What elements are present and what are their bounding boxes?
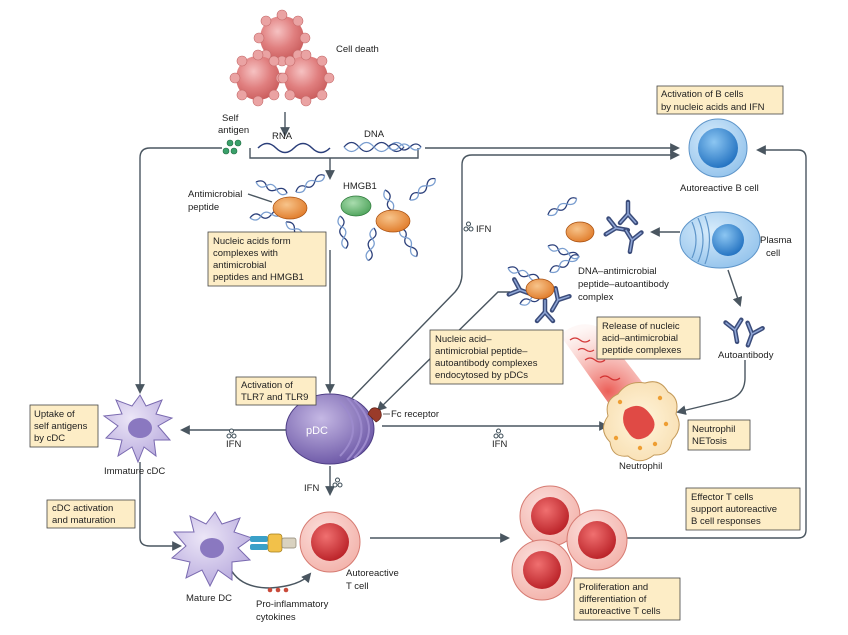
svg-text:antimicrobial peptide–: antimicrobial peptide– bbox=[435, 346, 528, 357]
svg-text:TLR7 and TLR9: TLR7 and TLR9 bbox=[241, 392, 308, 403]
svg-text:peptide complexes: peptide complexes bbox=[602, 345, 681, 356]
svg-text:support autoreactive: support autoreactive bbox=[691, 504, 777, 515]
box-release: Release of nucleic acid–antimicrobial pe… bbox=[596, 316, 701, 360]
svg-text:by cDC: by cDC bbox=[34, 433, 65, 444]
b-cell-icon bbox=[688, 118, 748, 178]
proliferating-t-cells-icon bbox=[511, 485, 628, 601]
box-endocytosed: Nucleic acid– antimicrobial peptide– aut… bbox=[429, 329, 564, 385]
svg-text:Nucleic acids form: Nucleic acids form bbox=[213, 236, 291, 247]
svg-text:Activation of B cells: Activation of B cells bbox=[661, 89, 744, 100]
svg-text:autoreactive T cells: autoreactive T cells bbox=[579, 606, 661, 617]
svg-text:Release of nucleic: Release of nucleic bbox=[602, 321, 680, 332]
svg-text:peptides and HMGB1: peptides and HMGB1 bbox=[213, 272, 304, 283]
cytokine-dots-icon bbox=[267, 587, 289, 593]
box-b-cell-activation: Activation of B cells by nucleic acids a… bbox=[656, 85, 784, 115]
box-cdc-activation: cDC activation and maturation bbox=[46, 499, 136, 529]
peptide-icon bbox=[272, 196, 308, 220]
svg-text:complexes with: complexes with bbox=[213, 248, 278, 259]
dna-strand-icon bbox=[343, 141, 422, 153]
box-proliferation: Proliferation and differentiation of aut… bbox=[573, 577, 681, 621]
self-antigen-label: Self bbox=[222, 113, 239, 124]
svg-text:Effector T cells: Effector T cells bbox=[691, 492, 754, 503]
dna-label: DNA bbox=[364, 129, 385, 140]
svg-text:differentiation of: differentiation of bbox=[579, 594, 647, 605]
ifn-dots-icon-right bbox=[493, 428, 504, 439]
svg-text:Activation of: Activation of bbox=[241, 380, 293, 391]
svg-text:acid–antimicrobial: acid–antimicrobial bbox=[602, 333, 678, 344]
plasma-cell-icon bbox=[679, 211, 761, 269]
svg-text:Uptake of: Uptake of bbox=[34, 409, 75, 420]
autoreactive-t-cell-label: Autoreactive bbox=[346, 568, 399, 579]
svg-text:endocytosed by pDCs: endocytosed by pDCs bbox=[435, 370, 528, 381]
mature-dc-label: Mature DC bbox=[186, 593, 232, 604]
fc-receptor-icon bbox=[367, 407, 382, 423]
svg-text:by nucleic acids and IFN: by nucleic acids and IFN bbox=[661, 102, 765, 113]
dna-complex-label-2: peptide–autoantibody bbox=[578, 279, 669, 290]
ifn-label-left: IFN bbox=[226, 439, 241, 450]
ifn-dots-icon-down bbox=[332, 477, 343, 488]
antibody-cluster-icon bbox=[545, 195, 642, 261]
pdc-icon bbox=[285, 393, 375, 465]
ifn-label-b: IFN bbox=[476, 224, 491, 235]
svg-text:cDC activation: cDC activation bbox=[52, 503, 113, 514]
svg-text:Neutrophil: Neutrophil bbox=[692, 424, 735, 435]
dna-complex-label-3: complex bbox=[578, 292, 614, 303]
autoantibody-icon bbox=[726, 320, 763, 348]
hmgb1-icon bbox=[340, 195, 372, 217]
hmgb1-label: HMGB1 bbox=[343, 181, 377, 192]
antimicrobial-peptide-label: Antimicrobial bbox=[188, 189, 242, 200]
svg-text:B cell responses: B cell responses bbox=[691, 516, 761, 527]
immature-cdc-label: Immature cDC bbox=[104, 466, 165, 477]
pdc-label: pDC bbox=[306, 425, 328, 437]
svg-text:Nucleic acid–: Nucleic acid– bbox=[435, 334, 492, 345]
svg-text:autoantibody complexes: autoantibody complexes bbox=[435, 358, 538, 369]
neutrophil-label: Neutrophil bbox=[619, 461, 662, 472]
dna-peptide-antibody-complex-icon bbox=[506, 252, 581, 321]
dying-cell-cluster-icon bbox=[229, 9, 335, 107]
box-netosis: Neutrophil NETosis bbox=[687, 419, 751, 451]
rna-strand-icon bbox=[257, 142, 331, 154]
dendritic-cell-icon bbox=[102, 394, 174, 464]
svg-text:and maturation: and maturation bbox=[52, 515, 115, 526]
autoreactive-b-cell-label: Autoreactive B cell bbox=[680, 183, 759, 194]
autoantibody-label: Autoantibody bbox=[718, 350, 774, 361]
self-antigen-label-2: antigen bbox=[218, 125, 249, 136]
pro-inflammatory-label-2: cytokines bbox=[256, 612, 296, 623]
antimicrobial-peptide-label-2: peptide bbox=[188, 202, 219, 213]
box-tlr-activation: Activation of TLR7 and TLR9 bbox=[235, 376, 317, 406]
fc-receptor-label: Fc receptor bbox=[391, 409, 439, 420]
pro-inflammatory-label: Pro-inflammatory bbox=[256, 599, 329, 610]
mature-dc-icon bbox=[170, 511, 297, 588]
svg-text:NETosis: NETosis bbox=[692, 436, 727, 447]
self-antigen-dots-icon bbox=[222, 139, 242, 155]
box-uptake: Uptake of self antigens by cDC bbox=[29, 404, 99, 448]
cell-death-label: Cell death bbox=[336, 44, 379, 55]
ifn-label-down: IFN bbox=[304, 483, 319, 494]
ifn-dots-icon bbox=[463, 221, 474, 232]
svg-text:antimicrobial: antimicrobial bbox=[213, 260, 266, 271]
box-effector-t: Effector T cells support autoreactive B … bbox=[685, 487, 801, 531]
hmgb1-complex-icon bbox=[336, 175, 438, 262]
autoreactive-t-cell-label-2: T cell bbox=[346, 581, 369, 592]
dna-complex-label: DNA–antimicrobial bbox=[578, 266, 657, 277]
plasma-cell-label: Plasma bbox=[760, 235, 792, 246]
svg-text:self antigens: self antigens bbox=[34, 421, 88, 432]
neutrophil-icon bbox=[603, 381, 680, 462]
t-cell-icon bbox=[299, 511, 361, 573]
box-nucleic-complexes: Nucleic acids form complexes with antimi… bbox=[207, 231, 327, 287]
ifn-label-right: IFN bbox=[492, 439, 507, 450]
peptide-complex-icon bbox=[248, 172, 327, 247]
svg-text:Proliferation and: Proliferation and bbox=[579, 582, 648, 593]
rna-label: RNA bbox=[272, 131, 293, 142]
plasma-cell-label-2: cell bbox=[766, 248, 780, 259]
